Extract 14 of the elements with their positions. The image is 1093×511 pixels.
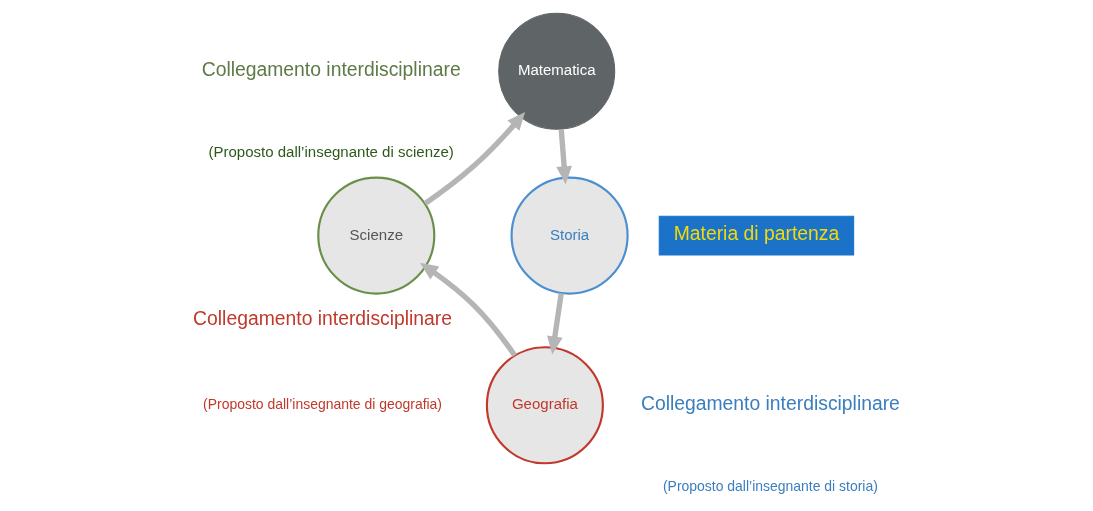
- arrow: [423, 111, 526, 206]
- node-circle: Geografia: [485, 345, 604, 464]
- label: (Proposto dall’insegnante di geografia): [203, 395, 443, 412]
- label: (Proposto dall’insegnante di storia): [662, 477, 878, 494]
- node-circle: Storia: [510, 176, 629, 295]
- arrow: [556, 128, 572, 184]
- label: Collegamento interdisciplinare: [193, 307, 453, 329]
- node-box: Materia di partenza: [658, 215, 855, 255]
- label: Collegamento interdisciplinare: [201, 58, 461, 80]
- label: Collegamento interdisciplinare: [640, 392, 900, 414]
- node-circle: Scienze: [317, 176, 436, 295]
- arrow: [420, 262, 517, 357]
- arrow: [547, 292, 564, 354]
- label: (Proposto dall’insegnante di scienze): [208, 142, 454, 160]
